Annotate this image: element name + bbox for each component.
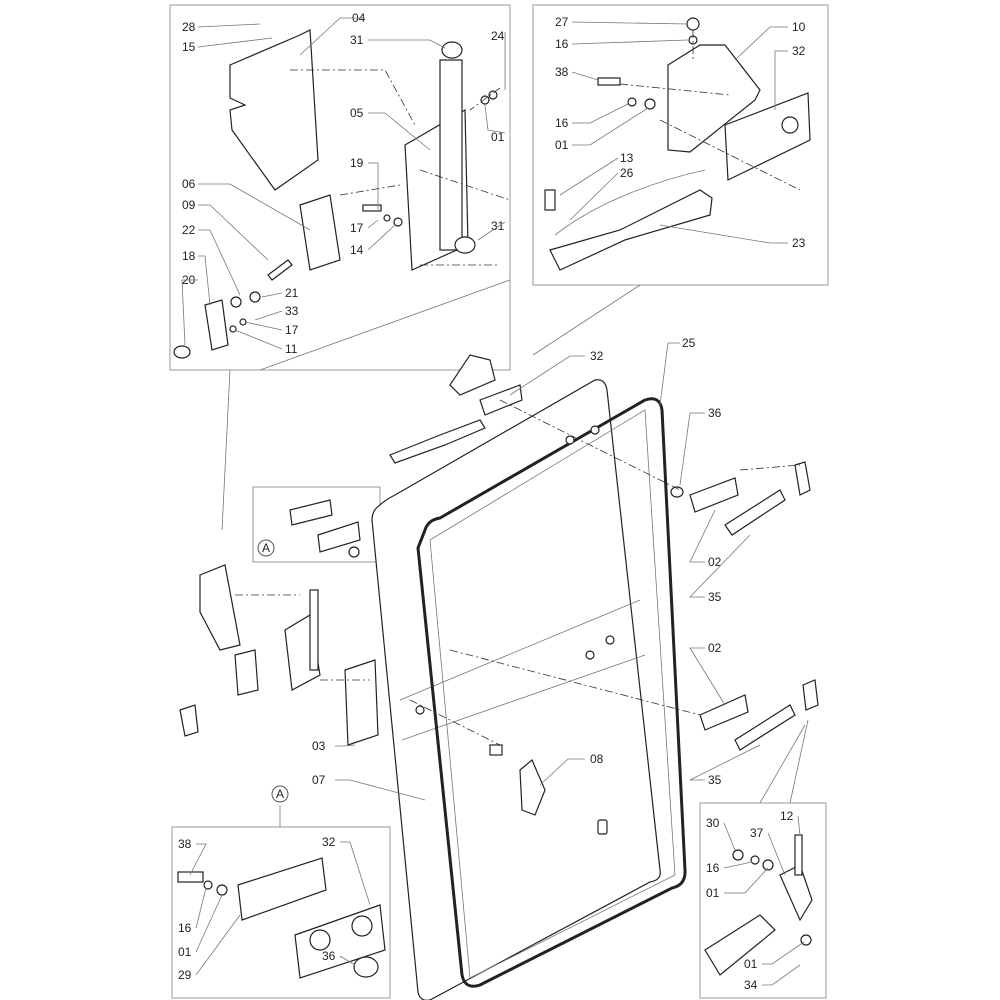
- label-14: 14: [350, 243, 364, 257]
- label-16: 16: [555, 37, 569, 51]
- label-01: 01: [706, 886, 720, 900]
- label-10: 10: [792, 20, 806, 34]
- detail-a-assembly: [177, 857, 386, 979]
- label-26: 26: [620, 166, 634, 180]
- callout-a-label-2: A: [276, 787, 284, 801]
- labels-gas-strut-detail: 27 10 16 32 38 16 01 13 26 23: [555, 15, 806, 250]
- label-27: 27: [555, 15, 569, 29]
- detail-box-hinge: [699, 802, 827, 999]
- door-glass-panel: [371, 379, 687, 1000]
- label-16: 16: [178, 921, 192, 935]
- gas-strut-assembly: [544, 17, 811, 271]
- label-16b: 16: [555, 116, 569, 130]
- callout-a-label: A: [262, 541, 270, 555]
- callout-a-marker: [257, 539, 275, 557]
- label-11: 11: [285, 342, 298, 356]
- label-34: 34: [744, 978, 758, 992]
- label-21: 21: [285, 286, 299, 300]
- label-02: 02: [708, 555, 722, 569]
- label-16: 16: [706, 861, 720, 875]
- label-12: 12: [780, 809, 794, 823]
- label-03: 03: [312, 739, 326, 753]
- label-08: 08: [590, 752, 604, 766]
- label-05: 05: [350, 106, 364, 120]
- label-29: 29: [178, 968, 192, 982]
- labels-detail-a: 38 32 16 01 29 36: [178, 835, 371, 982]
- label-32: 32: [590, 349, 604, 363]
- label-33: 33: [285, 304, 299, 318]
- callout-a-marker-2: [271, 785, 289, 803]
- label-30: 30: [706, 816, 720, 830]
- labels-latch-detail: 28 04 15 31 24 05 01 19 06 09 31 17 14 2…: [181, 11, 506, 356]
- label-31b: 31: [491, 219, 505, 233]
- label-37: 37: [750, 826, 764, 840]
- detail-box-gas-strut: [532, 4, 829, 286]
- label-35b: 35: [708, 773, 722, 787]
- label-38: 38: [178, 837, 192, 851]
- detail-box-a: [171, 826, 391, 999]
- detail-box-latch: [169, 4, 511, 371]
- latch-assembly: [173, 29, 511, 359]
- label-01: 01: [178, 945, 192, 959]
- label-28: 28: [182, 20, 196, 34]
- labels-hinge-detail: 30 12 37 16 01 01 34: [706, 809, 805, 992]
- label-35: 35: [708, 590, 722, 604]
- label-32: 32: [792, 44, 806, 58]
- label-15: 15: [182, 40, 196, 54]
- label-17b: 17: [285, 323, 299, 337]
- label-36: 36: [322, 949, 336, 963]
- label-01: 01: [491, 130, 505, 144]
- hinge-detail-assembly: [704, 834, 813, 976]
- door-hardware: [179, 354, 819, 816]
- label-01b: 01: [744, 957, 758, 971]
- label-24: 24: [491, 29, 505, 43]
- label-02b: 02: [708, 641, 722, 655]
- label-19: 19: [350, 156, 364, 170]
- label-07: 07: [312, 773, 326, 787]
- label-22: 22: [182, 223, 196, 237]
- label-25: 25: [682, 336, 696, 350]
- label-01: 01: [555, 138, 569, 152]
- label-06: 06: [182, 177, 196, 191]
- label-18: 18: [182, 249, 196, 263]
- detail-connector-lines: [221, 279, 809, 827]
- label-23: 23: [792, 236, 806, 250]
- label-13: 13: [620, 151, 634, 165]
- label-31: 31: [350, 33, 364, 47]
- label-17: 17: [350, 221, 364, 235]
- label-09: 09: [182, 198, 196, 212]
- labels-main: 32 25 36 02 35 02 35 03 08 07 A A: [257, 336, 761, 803]
- label-32: 32: [322, 835, 336, 849]
- label-38: 38: [555, 65, 569, 79]
- label-36: 36: [708, 406, 722, 420]
- door-seal: [416, 397, 687, 988]
